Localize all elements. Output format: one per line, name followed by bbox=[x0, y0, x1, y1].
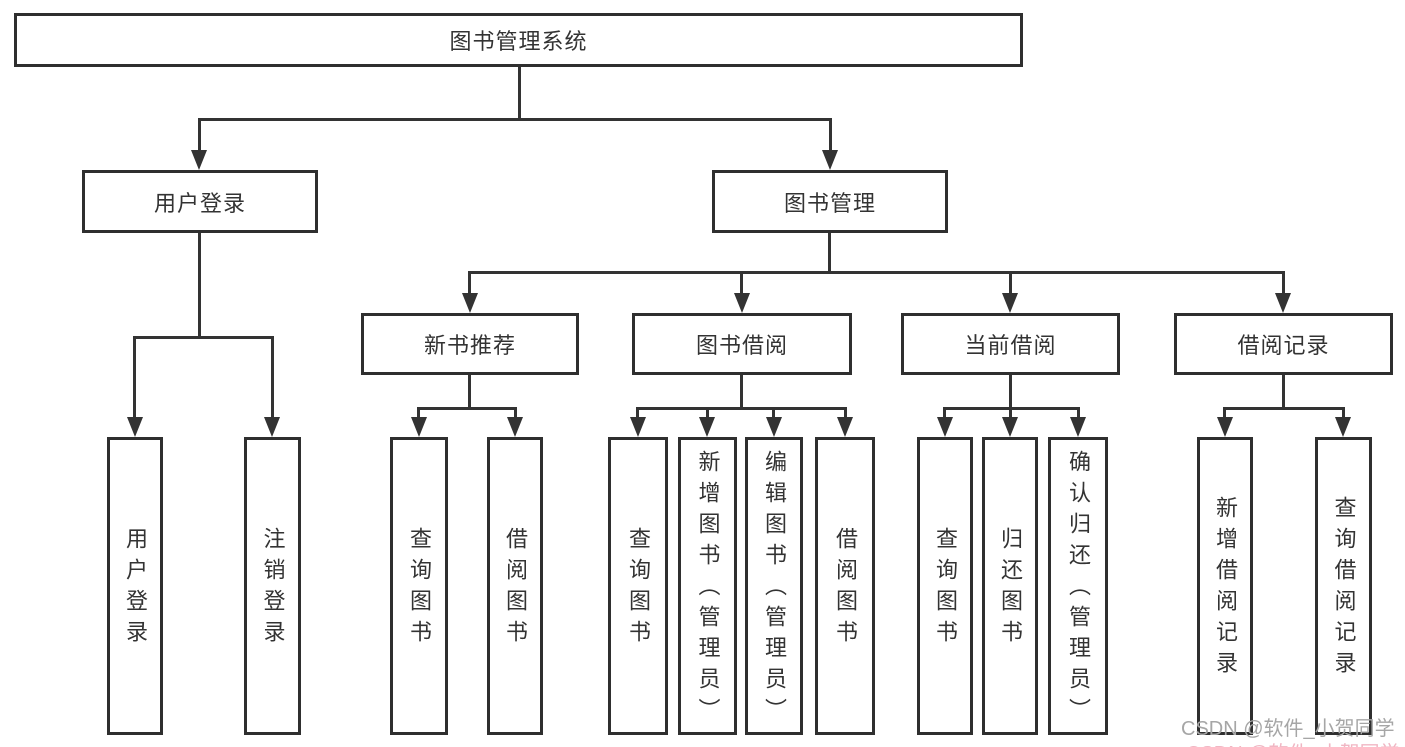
node-borrowing-records: 借阅记录 bbox=[1174, 313, 1393, 375]
arrow-down-icon bbox=[734, 293, 750, 313]
leaf-label: 注销登录 bbox=[260, 527, 286, 651]
connector-drop-book-management bbox=[829, 118, 832, 152]
connector-user-login-stem bbox=[198, 233, 201, 338]
connector-drop bbox=[1009, 407, 1012, 417]
node-book-borrowing-label: 图书借阅 bbox=[695, 333, 788, 358]
connector-book-management-stem bbox=[828, 233, 831, 271]
arrow-down-icon bbox=[462, 293, 478, 313]
connector-root-stem bbox=[518, 67, 521, 118]
leaf-label: 新增借阅记录 bbox=[1213, 496, 1238, 682]
leaf-add-borrow-record: 新增借阅记录 bbox=[1197, 437, 1253, 735]
arrow-down-icon bbox=[1217, 417, 1233, 437]
arrow-down-icon bbox=[411, 417, 427, 437]
arrow-down-icon bbox=[127, 417, 143, 437]
leaf-confirm-return-admin: 确认归还（管理员） bbox=[1048, 437, 1108, 735]
node-library-system: 图书管理系统 bbox=[14, 13, 1023, 67]
leaf-label: 借阅图书 bbox=[503, 527, 528, 651]
connector-drop bbox=[417, 407, 420, 417]
node-borrowing-records-label: 借阅记录 bbox=[1237, 333, 1330, 358]
leaf-return-books: 归还图书 bbox=[982, 437, 1038, 735]
connector-drop-leaf-logout bbox=[271, 336, 274, 417]
leaf-logout-login: 注销登录 bbox=[244, 437, 301, 735]
arrow-down-icon bbox=[766, 417, 782, 437]
leaf-label: 新增图书（管理员） bbox=[695, 449, 721, 729]
arrow-down-icon bbox=[1335, 417, 1351, 437]
leaf-label: 编辑图书（管理员） bbox=[762, 449, 787, 729]
connector-drop-borrowing-records bbox=[1282, 271, 1285, 293]
leaf-label: 查询借阅记录 bbox=[1331, 496, 1357, 682]
leaf-label: 查询图书 bbox=[407, 527, 432, 651]
leaf-add-books-admin: 新增图书（管理员） bbox=[678, 437, 737, 735]
connector-drop-current-borrowing bbox=[1009, 271, 1012, 293]
arrow-down-icon bbox=[191, 150, 207, 170]
connector-drop bbox=[636, 407, 639, 417]
connector-drop-user-login bbox=[198, 118, 201, 152]
arrow-down-icon bbox=[507, 417, 523, 437]
leaf-label: 借阅图书 bbox=[833, 527, 858, 651]
node-book-management-label: 图书管理 bbox=[783, 190, 876, 216]
connector-drop bbox=[1077, 407, 1080, 417]
connector-user-login-branch bbox=[133, 336, 274, 339]
connector-borrowing-records-stem bbox=[1282, 375, 1285, 407]
connector-level3-branch bbox=[468, 271, 1284, 274]
connector-borrowing-records-branch bbox=[1223, 407, 1345, 410]
node-book-management: 图书管理 bbox=[712, 170, 948, 233]
leaf-label: 用户登录 bbox=[123, 527, 148, 651]
connector-drop bbox=[943, 407, 946, 417]
leaf-query-books-borrowing: 查询图书 bbox=[608, 437, 668, 735]
connector-drop-new-book bbox=[468, 271, 471, 293]
leaf-query-books-current: 查询图书 bbox=[917, 437, 973, 735]
connector-drop bbox=[772, 407, 775, 417]
connector-drop bbox=[844, 407, 847, 417]
node-library-system-label: 图书管理系统 bbox=[449, 29, 588, 54]
arrow-down-icon bbox=[630, 417, 646, 437]
connector-new-book-branch bbox=[417, 407, 517, 410]
connector-drop bbox=[1223, 407, 1226, 417]
leaf-user-login: 用户登录 bbox=[107, 437, 163, 735]
arrow-down-icon bbox=[264, 417, 280, 437]
arrow-down-icon bbox=[1070, 417, 1086, 437]
arrow-down-icon bbox=[937, 417, 953, 437]
node-user-login: 用户登录 bbox=[82, 170, 318, 233]
leaf-label: 确认归还（管理员） bbox=[1066, 449, 1091, 729]
connector-drop bbox=[514, 407, 517, 417]
arrow-down-icon bbox=[1002, 417, 1018, 437]
node-new-book-recommend-label: 新书推荐 bbox=[423, 333, 516, 358]
leaf-borrow-books-recommend: 借阅图书 bbox=[487, 437, 543, 735]
arrow-down-icon bbox=[822, 150, 838, 170]
node-user-login-label: 用户登录 bbox=[153, 190, 246, 216]
connector-book-borrowing-branch bbox=[636, 407, 847, 410]
connector-book-borrowing-stem bbox=[740, 375, 743, 407]
connector-drop-book-borrowing bbox=[740, 271, 743, 293]
arrow-down-icon bbox=[1275, 293, 1291, 313]
leaf-label: 查询图书 bbox=[933, 527, 958, 651]
connector-drop-leaf-user-login bbox=[133, 336, 136, 417]
connector-drop bbox=[706, 407, 709, 417]
node-book-borrowing: 图书借阅 bbox=[632, 313, 852, 375]
node-new-book-recommend: 新书推荐 bbox=[361, 313, 579, 375]
connector-current-borrowing-stem bbox=[1009, 375, 1012, 407]
leaf-query-borrow-record: 查询借阅记录 bbox=[1315, 437, 1372, 735]
arrow-down-icon bbox=[1002, 293, 1018, 313]
leaf-edit-books-admin: 编辑图书（管理员） bbox=[745, 437, 803, 735]
node-current-borrowing: 当前借阅 bbox=[901, 313, 1120, 375]
csdn-watermark-pink-clipped: CSDN @软件_小贺同学 bbox=[1186, 737, 1400, 747]
leaf-label: 查询图书 bbox=[626, 527, 651, 651]
csdn-watermark: CSDN @软件_小贺同学 bbox=[1181, 718, 1395, 740]
connector-new-book-stem bbox=[468, 375, 471, 407]
connector-level2-branch bbox=[198, 118, 832, 121]
node-current-borrowing-label: 当前借阅 bbox=[964, 333, 1057, 358]
leaf-query-books-recommend: 查询图书 bbox=[390, 437, 448, 735]
leaf-label: 归还图书 bbox=[998, 527, 1023, 651]
arrow-down-icon bbox=[699, 417, 715, 437]
leaf-borrow-books-borrowing: 借阅图书 bbox=[815, 437, 875, 735]
connector-drop bbox=[1342, 407, 1345, 417]
arrow-down-icon bbox=[837, 417, 853, 437]
